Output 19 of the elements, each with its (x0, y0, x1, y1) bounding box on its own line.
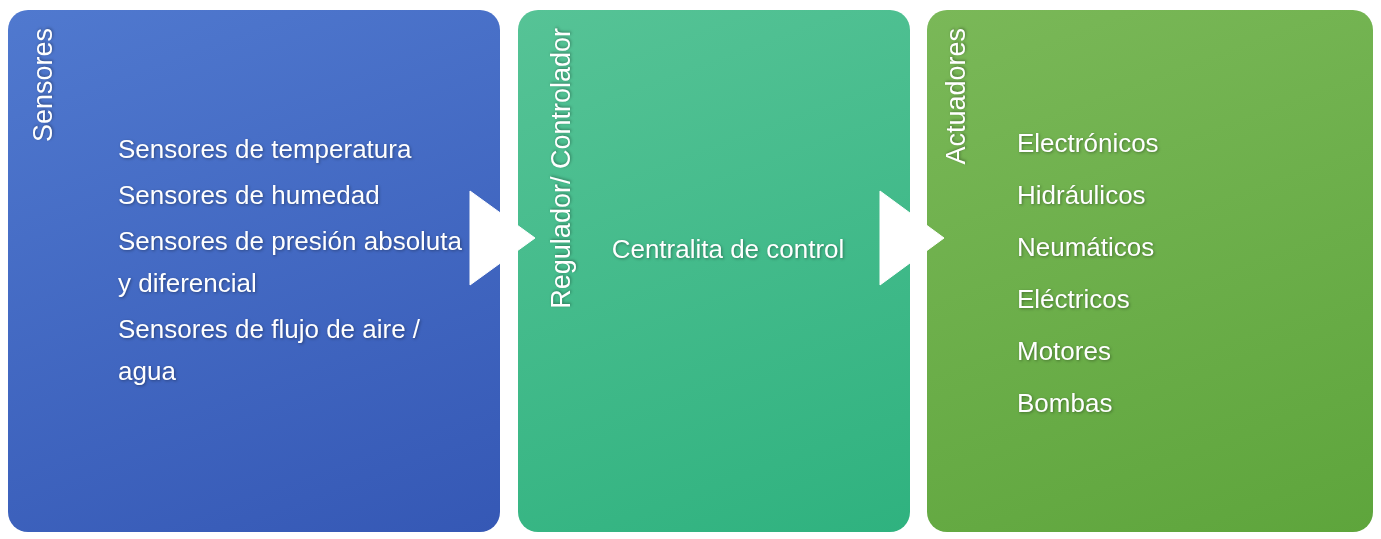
category-panel (8, 10, 500, 532)
list-item: Sensores de temperatura (118, 133, 413, 166)
list-item: Sensores de presión absoluta y diferencial (118, 225, 463, 300)
category-panel (518, 10, 910, 532)
list-item: Neumáticos (1017, 231, 1156, 264)
panel-heading: Actuadores (943, 28, 970, 165)
list-item: Sensores de humedad (118, 179, 381, 212)
panel-heading: Sensores (30, 28, 57, 143)
list-item: Centralita de control (610, 233, 846, 266)
panel-heading: Regulador/ Controlador (548, 28, 575, 309)
chevron-arrow (469, 190, 536, 286)
list-item: Eléctricos (1017, 283, 1131, 316)
list-item: Motores (1017, 335, 1112, 368)
list-item: Hidráulicos (1017, 179, 1147, 212)
list-item: Electrónicos (1017, 127, 1160, 160)
list-item: Sensores de flujo de aire / agua (118, 313, 422, 388)
list-item: Bombas (1017, 387, 1114, 420)
category-panel (927, 10, 1373, 532)
chevron-arrow (879, 190, 945, 286)
